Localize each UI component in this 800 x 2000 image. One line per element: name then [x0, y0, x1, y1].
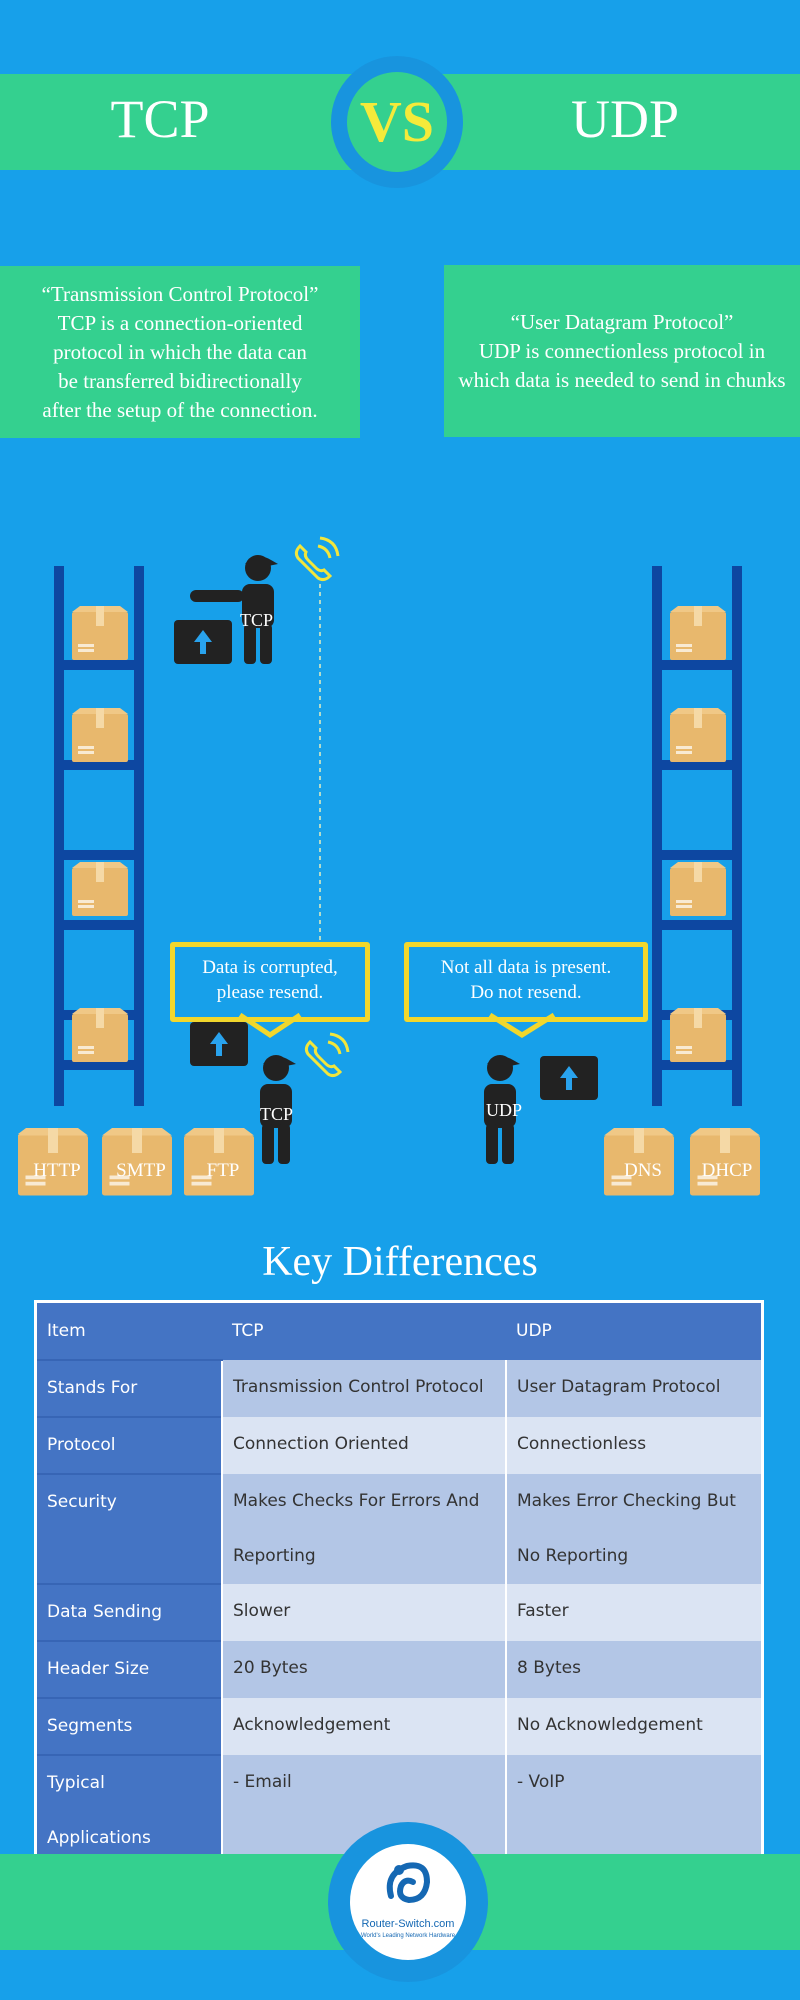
- row-udp: User Datagram Protocol: [505, 1360, 763, 1417]
- udp-description: “User Datagram Protocol” UDP is connecti…: [444, 265, 800, 437]
- tcp-bubble-line: please resend.: [216, 982, 324, 1003]
- tcp-speech-bubble: Data is corrupted, please resend.: [170, 942, 370, 1022]
- table-row: Stands For Transmission Control Protocol…: [35, 1359, 763, 1417]
- table-row: Security Makes Checks For Errors And Rep…: [35, 1473, 763, 1584]
- row-udp: Connectionless: [505, 1417, 763, 1474]
- logo-swirl-icon: [386, 1862, 431, 1904]
- tcp-desc-line: after the setup of the connection.: [42, 397, 318, 422]
- tcp-description: “Transmission Control Protocol” TCP is a…: [0, 266, 360, 438]
- row-udp: Makes Error Checking But No Reporting: [505, 1474, 763, 1584]
- vs-label: VS: [347, 72, 447, 172]
- udp-bubble-line: Not all data is present.: [440, 957, 612, 978]
- row-tcp: Makes Checks For Errors And Reporting: [221, 1474, 506, 1584]
- row-udp: No Acknowledgement: [505, 1698, 763, 1755]
- tcp-desc-line: protocol in which the data can: [53, 339, 307, 364]
- tcp-bubble-line: Data is corrupted,: [202, 957, 338, 978]
- tcp-desc-line: “Transmission Control Protocol”: [41, 281, 319, 306]
- tcp-desc-line: be transferred bidirectionally: [58, 368, 302, 393]
- row-item: Security: [35, 1473, 222, 1584]
- box-label-dhcp: DHCP: [701, 1160, 753, 1181]
- key-differences-title: Key Differences: [262, 1239, 538, 1285]
- footer-logo-ring: Router-Switch.com World's Leading Networ…: [328, 1822, 488, 1982]
- table-header-row: Item TCP UDP: [35, 1301, 763, 1360]
- upload-crate-icon: [174, 620, 232, 664]
- row-item: Stands For: [35, 1359, 222, 1417]
- row-item: Data Sending: [35, 1583, 222, 1641]
- router-switch-logo[interactable]: Router-Switch.com World's Leading Networ…: [350, 1844, 466, 1960]
- row-tcp: Connection Oriented: [221, 1417, 506, 1474]
- row-udp: - VoIP: [505, 1755, 763, 1868]
- tcp-top-label: TCP: [240, 610, 274, 630]
- udp-bubble-line: Do not resend.: [470, 982, 582, 1003]
- row-tcp: Slower: [221, 1584, 506, 1641]
- udp-desc-line: “User Datagram Protocol”: [510, 309, 734, 334]
- table-row: Header Size 20 Bytes 8 Bytes: [35, 1640, 763, 1698]
- table-row: Data Sending Slower Faster: [35, 1583, 763, 1641]
- upload-crate-icon: [190, 1022, 248, 1066]
- differences-table: Item TCP UDP Stands For Transmission Con…: [34, 1300, 764, 1869]
- header-item: Item: [35, 1301, 222, 1360]
- header-udp: UDP: [506, 1301, 763, 1360]
- row-item: Typical Applications: [35, 1754, 222, 1868]
- udp-desc-line: which data is needed to send in chunks: [458, 367, 786, 392]
- row-item: Header Size: [35, 1640, 222, 1698]
- udp-speech-bubble: Not all data is present. Do not resend.: [404, 942, 648, 1022]
- udp-label: UDP: [486, 1100, 523, 1120]
- box-label-http: HTTP: [33, 1160, 81, 1181]
- header-udp-title: UDP: [570, 89, 680, 149]
- table-row: Segments Acknowledgement No Acknowledgem…: [35, 1697, 763, 1755]
- illustration: [18, 536, 760, 1196]
- header-tcp: TCP: [222, 1301, 506, 1360]
- row-udp: 8 Bytes: [505, 1641, 763, 1698]
- tcp-desc-line: TCP is a connection-oriented: [57, 310, 303, 335]
- udp-desc-line: UDP is connectionless protocol in: [478, 338, 766, 363]
- row-tcp: Acknowledgement: [221, 1698, 506, 1755]
- box-label-ftp: FTP: [206, 1160, 240, 1181]
- header-tcp-title: TCP: [110, 89, 210, 149]
- row-tcp: 20 Bytes: [221, 1641, 506, 1698]
- box-label-dns: DNS: [623, 1160, 662, 1181]
- box-label-smtp: SMTP: [116, 1160, 166, 1181]
- logo-text: Router-Switch.com: [361, 1918, 455, 1930]
- phone-icon: [294, 536, 340, 582]
- vs-badge: VS: [331, 56, 463, 188]
- table-row: Protocol Connection Oriented Connectionl…: [35, 1416, 763, 1474]
- upload-crate-icon: [540, 1056, 598, 1100]
- row-udp: Faster: [505, 1584, 763, 1641]
- tcp-bottom-label: TCP: [260, 1104, 294, 1124]
- phone-icon: [304, 1032, 350, 1078]
- logo-subtext: World's Leading Network Hardware: [360, 1933, 456, 1939]
- row-tcp: Transmission Control Protocol: [221, 1360, 506, 1417]
- row-item: Segments: [35, 1697, 222, 1755]
- row-item: Protocol: [35, 1416, 222, 1474]
